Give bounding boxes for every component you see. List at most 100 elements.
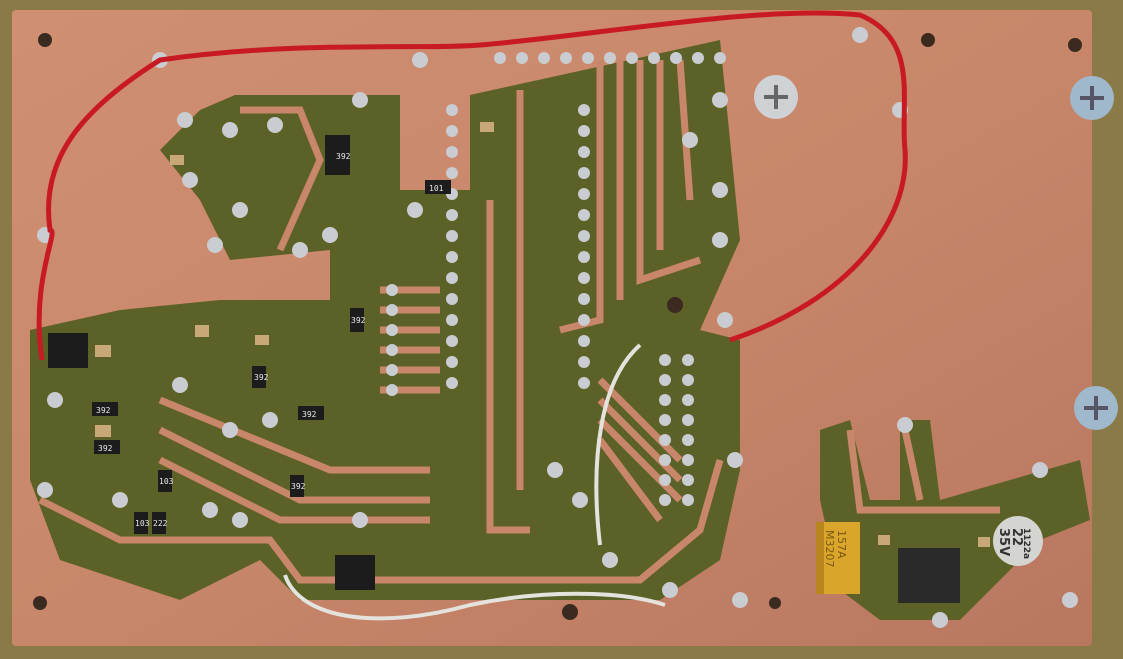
solder-pad [446,356,458,368]
solder-pad [578,335,590,347]
solder-pad [717,312,733,328]
solder-pad [516,52,528,64]
solder-pad [182,172,198,188]
resistor-marking: 392 [254,373,269,382]
solder-pad [659,434,671,446]
solder-pad [578,272,590,284]
solder-pad [322,227,338,243]
solder-pad [292,242,308,258]
solder-pad [1032,462,1048,478]
solder-pad [659,414,671,426]
svg-text:22: 22 [1009,528,1024,546]
solder-pad [682,354,694,366]
solder-pad [932,612,948,628]
solder-pad [727,452,743,468]
solder-pad [572,492,588,508]
solder-pad [262,412,278,428]
resistor-marking: 392 [336,152,351,161]
voltage-regulator [898,548,960,603]
solder-pad [47,392,63,408]
solder-pad [407,202,423,218]
resistor-marking: 103 [159,477,174,486]
solder-pad [578,167,590,179]
solder-pad [578,314,590,326]
resistor-marking: 392 [291,482,306,491]
solder-pad [1062,592,1078,608]
resistor-marking: 103 [135,519,150,528]
solder-pad [267,117,283,133]
solder-pad [446,251,458,263]
solder-pad [578,230,590,242]
tantalum-capacitor: 157A M3207 [816,522,860,594]
solder-pad [494,52,506,64]
svg-text:157A: 157A [835,530,848,559]
solder-pad [712,232,728,248]
solder-pad [659,494,671,506]
resistor-marking: 392 [302,410,317,419]
solder-pad [648,52,660,64]
solder-pad [714,52,726,64]
solder-pad [659,474,671,486]
solder-pad [659,394,671,406]
solder-pad [682,374,694,386]
svg-text:M3207: M3207 [823,530,836,568]
solder-pad [232,512,248,528]
solder-pad [578,293,590,305]
solder-pad [386,344,398,356]
red-wire [36,10,908,361]
resistor-marking: 101 [429,184,444,193]
solder-pad [352,92,368,108]
solder-pad [682,454,694,466]
solder-pad [578,209,590,221]
solder-pad [659,354,671,366]
solder-pad [446,104,458,116]
solder-pad [578,251,590,263]
solder-pad [547,462,563,478]
solder-pad [712,92,728,108]
solder-pad [692,52,704,64]
screw-icon [1070,76,1114,120]
solder-pad [446,209,458,221]
solder-pad [386,304,398,316]
solder-pads [37,27,1078,628]
solder-pad [386,384,398,396]
solder-pad [446,293,458,305]
solder-pad [662,582,678,598]
solder-pad [659,454,671,466]
solder-pad [852,27,868,43]
svg-text:35V: 35V [996,528,1011,556]
solder-pad [222,122,238,138]
solder-pad [578,146,590,158]
resistor-marking: 392 [96,406,111,415]
solder-pad [578,356,590,368]
electrolytic-capacitor: 1122a 22 35V [993,516,1043,566]
solder-pad [732,592,748,608]
solder-pad [386,284,398,296]
solder-pad [446,146,458,158]
solder-pad [602,552,618,568]
solder-pad [202,502,218,518]
solder-pad [172,377,188,393]
solder-pad [682,434,694,446]
smd-components: 392 392 392 392 392 392 392 103 103 222 … [48,122,1043,603]
solder-pad [446,230,458,242]
solder-pad [659,374,671,386]
screw-icon [754,75,798,119]
solder-pad [446,377,458,389]
solder-pad [538,52,550,64]
solder-pad [578,188,590,200]
solder-pad [626,52,638,64]
solder-pad [446,167,458,179]
solder-pad [578,125,590,137]
solder-pad [37,482,53,498]
solder-pad [560,52,572,64]
resistor-marking: 392 [351,316,366,325]
resistor-marking: 222 [153,519,168,528]
mounting-holes [33,33,1082,620]
solder-pad [670,52,682,64]
solder-pad [712,182,728,198]
solder-pad [682,494,694,506]
solder-pad [386,364,398,376]
resistor-marking: 392 [98,444,113,453]
